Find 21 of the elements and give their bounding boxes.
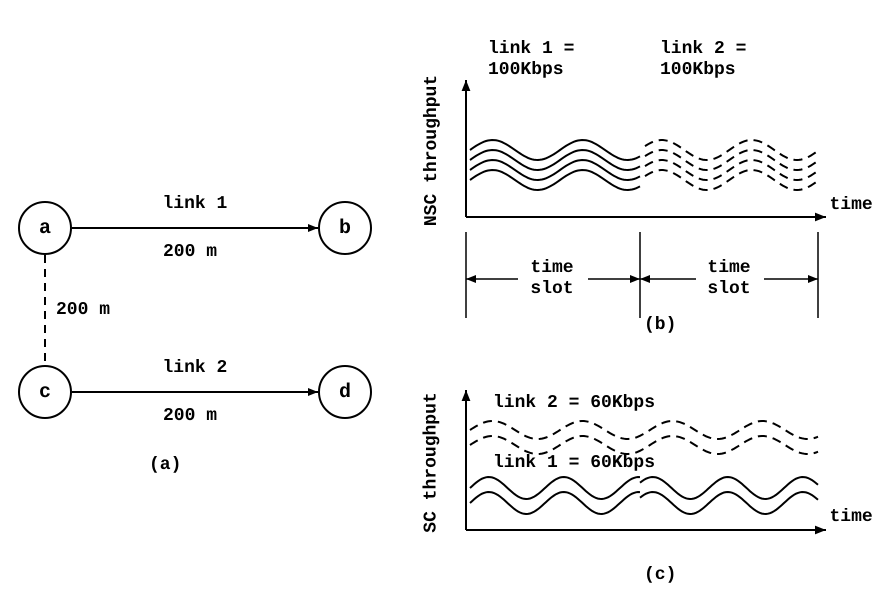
axis-label: time bbox=[830, 506, 873, 528]
node-circle: d bbox=[318, 365, 372, 419]
dimension-label: time slot bbox=[529, 258, 575, 300]
dimension-label: time slot bbox=[706, 258, 752, 300]
link-rate-label: link 1 = 60Kbps bbox=[493, 452, 656, 474]
panel-label: (a) bbox=[149, 454, 182, 476]
panel-label: (c) bbox=[644, 564, 676, 586]
node-circle: a bbox=[18, 201, 72, 255]
node-circle: c bbox=[18, 365, 72, 419]
axis-label: time bbox=[830, 194, 873, 216]
link-rate-label: link 2 = 60Kbps bbox=[493, 392, 656, 414]
distance-label: 200 m bbox=[163, 406, 218, 426]
axis-label: NSC throughput bbox=[422, 74, 443, 226]
panel-label: (b) bbox=[644, 314, 676, 336]
arrow bbox=[72, 388, 318, 396]
link-rate-label: link 1 = 100Kbps bbox=[488, 39, 576, 81]
distance-label: 200 m bbox=[163, 242, 218, 262]
axis-label: SC throughput bbox=[422, 392, 443, 532]
node-circle: b bbox=[318, 201, 372, 255]
arrow bbox=[72, 224, 318, 232]
link-rate-label: link 2 = 100Kbps bbox=[660, 39, 748, 81]
